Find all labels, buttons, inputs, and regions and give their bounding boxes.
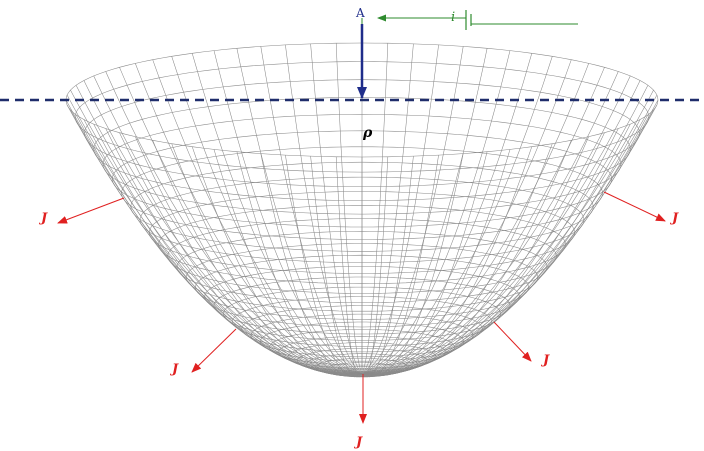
mesh-meridian xyxy=(361,146,533,377)
mesh-meridian xyxy=(105,128,363,375)
mesh-meridian xyxy=(361,94,658,375)
current-label: i xyxy=(451,10,455,25)
mesh-meridian xyxy=(335,156,363,378)
mesh-meridian xyxy=(171,56,363,375)
mesh-meridian xyxy=(236,151,363,377)
mesh-meridian xyxy=(361,43,389,375)
mesh-meridian xyxy=(152,59,363,375)
mesh-meridian xyxy=(361,123,631,375)
mesh-meridian xyxy=(361,99,659,375)
hemispherical-mesh xyxy=(65,42,659,378)
mesh-meridian xyxy=(361,67,605,375)
flux-arrow-lower-left xyxy=(191,328,237,373)
mesh-meridian xyxy=(361,48,488,375)
mesh-meridian xyxy=(361,43,414,375)
mesh-meridian xyxy=(361,59,572,375)
mesh-meridian xyxy=(152,140,363,376)
current-density-arrows: J J J J J xyxy=(38,191,679,450)
mesh-meridian xyxy=(135,63,363,375)
mesh-meridian xyxy=(213,149,363,377)
flux-label-bottom: J xyxy=(353,435,363,450)
mesh-meridian xyxy=(361,80,641,375)
mesh-meridian xyxy=(361,119,641,375)
mesh-meridian xyxy=(66,104,362,375)
flux-arrow-lower-right xyxy=(493,321,532,362)
mesh-meridian xyxy=(361,44,439,375)
mesh-meridian xyxy=(361,46,464,375)
mesh-meridian xyxy=(260,46,363,375)
mesh-meridian xyxy=(260,153,363,377)
mesh-meridian xyxy=(285,155,363,378)
resistivity-label: ρ xyxy=(362,125,373,141)
mesh-meridian xyxy=(93,75,363,375)
mesh-meridian xyxy=(285,44,363,375)
mesh-meridian xyxy=(83,119,363,375)
flux-label-left: J xyxy=(38,211,48,226)
mesh-meridian xyxy=(361,71,619,375)
mesh-meridian xyxy=(361,56,553,375)
mesh-meridian xyxy=(361,50,511,375)
mesh-meridian xyxy=(191,146,363,377)
mesh-meridian xyxy=(65,99,363,375)
flux-label-lower-left: J xyxy=(169,362,179,377)
mesh-meridian xyxy=(362,104,658,375)
current-source-circuit: i xyxy=(361,10,578,30)
mesh-meridian xyxy=(361,128,619,375)
electrode-label: A xyxy=(355,6,365,20)
mesh-meridian xyxy=(361,63,589,375)
mesh-meridian xyxy=(83,80,363,375)
mesh-meridian xyxy=(213,50,363,375)
flux-arrow-left xyxy=(57,197,125,224)
mesh-meridian xyxy=(236,48,363,375)
flux-label-right: J xyxy=(669,211,679,226)
mesh-meridian xyxy=(119,67,363,375)
mesh-meridian xyxy=(66,94,363,375)
mesh-meridian xyxy=(335,43,363,375)
mesh-meridian xyxy=(361,75,631,375)
mesh-meridian xyxy=(171,143,363,376)
flux-arrow-right xyxy=(603,191,666,222)
mesh-meridian xyxy=(310,43,363,375)
mesh-meridian xyxy=(310,156,363,378)
flux-label-lower-right: J xyxy=(540,353,550,368)
mesh-meridian xyxy=(105,71,363,375)
